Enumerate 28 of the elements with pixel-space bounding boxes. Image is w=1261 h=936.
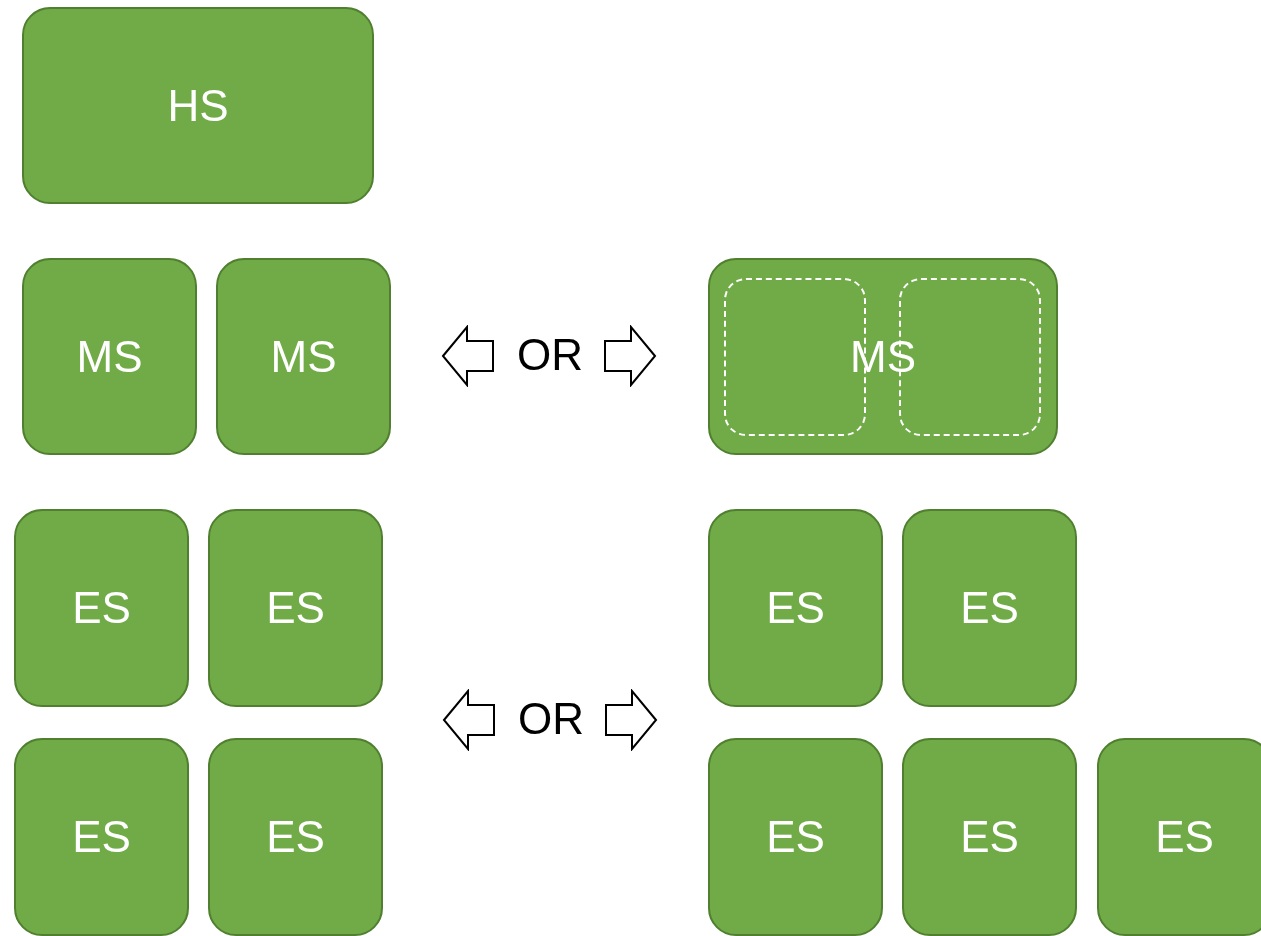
or-label: OR [518, 694, 584, 744]
rounded-box [22, 7, 374, 204]
box-label: ES [72, 812, 131, 862]
rounded-box [902, 738, 1077, 936]
box-label: ES [1155, 812, 1214, 862]
rounded-box [22, 258, 197, 455]
box-label: HS [167, 80, 229, 131]
rounded-box [902, 509, 1077, 707]
box-label: ES [266, 583, 325, 633]
box-label: ES [960, 583, 1019, 633]
rounded-box [1097, 738, 1261, 936]
rounded-box [708, 738, 883, 936]
or-label: OR [517, 330, 583, 380]
rounded-box [708, 258, 1058, 455]
box-label: ES [960, 812, 1019, 862]
rounded-box [208, 738, 383, 936]
rounded-box [14, 738, 189, 936]
box-label: MS [850, 331, 916, 382]
box-label: ES [72, 583, 131, 633]
rounded-box [216, 258, 391, 455]
box-label: ES [766, 812, 825, 862]
rounded-box [708, 509, 883, 707]
rounded-box [208, 509, 383, 707]
rounded-box [14, 509, 189, 707]
box-label: MS [270, 331, 337, 382]
box-label: ES [266, 812, 325, 862]
box-label: MS [76, 331, 143, 382]
box-label: ES [766, 583, 825, 633]
